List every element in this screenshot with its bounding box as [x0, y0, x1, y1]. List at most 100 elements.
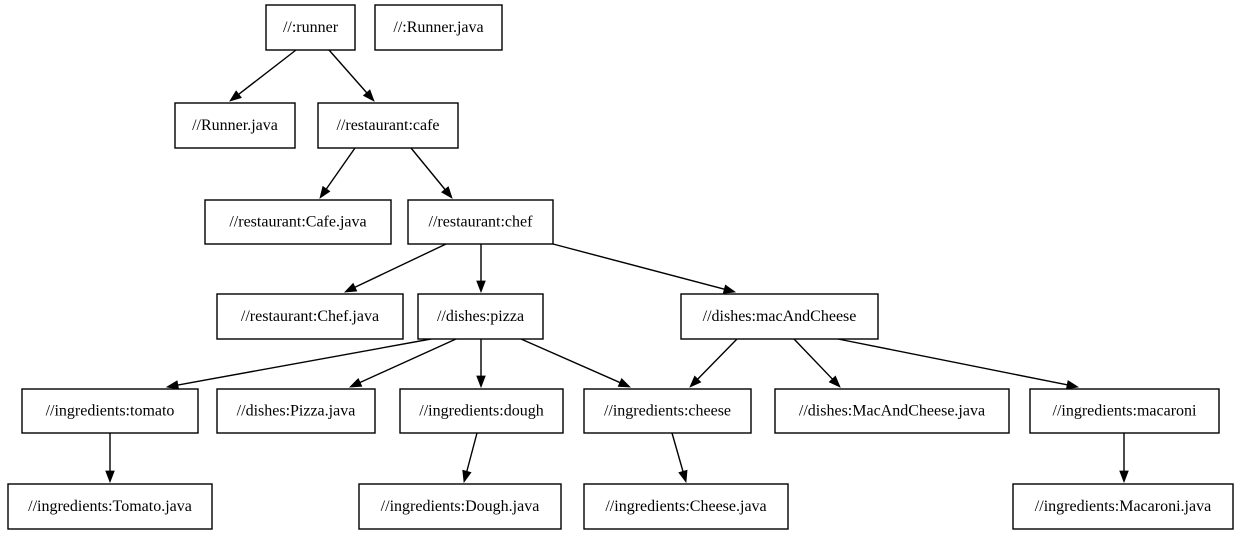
- node-box[interactable]: [374, 4, 503, 51]
- arrowhead-icon: [828, 375, 841, 388]
- arrowhead-icon: [105, 470, 115, 484]
- edge-dishes_mac-to-ing_cheese: [689, 338, 738, 388]
- graph-node-restaurant_cafe[interactable]: //restaurant:cafe: [317, 102, 459, 149]
- edge-line: [697, 338, 738, 380]
- edge-line: [410, 147, 446, 190]
- node-box[interactable]: [1029, 388, 1220, 434]
- node-label: //dishes:Pizza.java: [237, 403, 356, 420]
- node-label: //ingredients:cheese: [604, 403, 731, 420]
- node-label: //ingredients:tomato: [46, 403, 175, 420]
- node-label: //restaurant:cafe: [336, 117, 439, 134]
- edge-dishes_mac-to-mac_java: [793, 338, 841, 388]
- edge-line: [552, 243, 725, 290]
- arrowhead-icon: [348, 377, 363, 388]
- edge-line: [354, 243, 447, 288]
- node-box[interactable]: [7, 483, 213, 530]
- edge-line: [671, 432, 684, 472]
- node-label: //restaurant:Cafe.java: [229, 214, 366, 231]
- edge-dishes_pizza-to-ing_cheese: [520, 338, 632, 388]
- edge-ing_macaroni-to-macaroni_java: [1119, 433, 1129, 484]
- arrowhead-icon: [476, 375, 486, 389]
- edge-line: [793, 338, 833, 380]
- graph-node-ing_dough[interactable]: //ingredients:dough: [399, 388, 564, 434]
- node-label: //:Runner.java: [393, 19, 483, 36]
- node-box[interactable]: [583, 483, 789, 530]
- graph-node-dishes_pizza[interactable]: //dishes:pizza: [417, 293, 544, 340]
- node-box[interactable]: [216, 293, 404, 340]
- graph-node-mac_java[interactable]: //dishes:MacAndCheese.java: [774, 388, 1010, 434]
- node-box[interactable]: [1012, 483, 1234, 530]
- graph-node-dough_java[interactable]: //ingredients:Dough.java: [358, 483, 562, 530]
- graph-node-restaurant_chef[interactable]: //restaurant:chef: [407, 199, 554, 245]
- graph-node-tomato_java[interactable]: //ingredients:Tomato.java: [7, 483, 213, 530]
- edge-restaurant_chef-to-dishes_mac: [552, 243, 737, 294]
- node-box[interactable]: [680, 293, 879, 340]
- edge-dishes_mac-to-ing_macaroni: [837, 338, 1080, 390]
- node-box[interactable]: [358, 483, 562, 530]
- graph-node-runner_java_root[interactable]: //:Runner.java: [374, 4, 503, 51]
- node-box[interactable]: [204, 199, 392, 245]
- edge-restaurant_chef-to-chef_java: [343, 243, 447, 293]
- node-box[interactable]: [317, 102, 459, 149]
- node-label: //ingredients:Dough.java: [381, 498, 540, 515]
- node-label: //dishes:pizza: [437, 308, 524, 325]
- arrowhead-icon: [476, 280, 486, 294]
- edge-line: [466, 432, 478, 472]
- edge-line: [325, 147, 356, 190]
- node-label: //dishes:macAndCheese: [703, 308, 857, 325]
- edge-line: [238, 49, 297, 95]
- graph-node-ing_tomato[interactable]: //ingredients:tomato: [21, 388, 199, 434]
- node-box[interactable]: [417, 293, 544, 340]
- graph-node-dishes_mac[interactable]: //dishes:macAndCheese: [680, 293, 879, 340]
- arrowhead-icon: [229, 90, 242, 102]
- arrowhead-icon: [441, 186, 453, 199]
- arrowhead-icon: [165, 380, 180, 390]
- node-box[interactable]: [399, 388, 564, 434]
- node-box[interactable]: [265, 4, 356, 51]
- arrowhead-icon: [362, 89, 375, 102]
- edge-restaurant_chef-to-dishes_pizza: [476, 244, 486, 294]
- graph-node-ing_cheese[interactable]: //ingredients:cheese: [583, 388, 752, 434]
- edge-runner-to-runner_java: [229, 49, 297, 102]
- edge-line: [177, 338, 432, 386]
- edge-line: [328, 49, 368, 94]
- graph-node-ing_macaroni[interactable]: //ingredients:macaroni: [1029, 388, 1220, 434]
- arrowhead-icon: [1065, 380, 1080, 390]
- arrowhead-icon: [722, 284, 737, 294]
- edge-dishes_pizza-to-ing_dough: [476, 339, 486, 389]
- graph-node-runner[interactable]: //:runner: [265, 4, 356, 51]
- arrowhead-icon: [319, 185, 331, 199]
- node-box[interactable]: [21, 388, 199, 434]
- graph-node-runner_java[interactable]: //Runner.java: [174, 102, 296, 149]
- graph-node-cheese_java[interactable]: //ingredients:Cheese.java: [583, 483, 789, 530]
- edges-layer: [105, 49, 1129, 484]
- node-label: //ingredients:macaroni: [1053, 403, 1198, 420]
- edge-restaurant_cafe-to-cafe_java: [319, 147, 356, 199]
- node-box[interactable]: [583, 388, 752, 434]
- node-box[interactable]: [407, 199, 554, 245]
- edge-dishes_pizza-to-pizza_java: [348, 338, 457, 388]
- graph-node-macaroni_java[interactable]: //ingredients:Macaroni.java: [1012, 483, 1234, 530]
- node-box[interactable]: [774, 388, 1010, 434]
- node-box[interactable]: [216, 388, 376, 434]
- graph-node-chef_java[interactable]: //restaurant:Chef.java: [216, 293, 404, 340]
- node-box[interactable]: [174, 102, 296, 149]
- arrowhead-icon: [462, 469, 472, 484]
- nodes-layer: //:runner //:Runner.java //Runner.java //re…: [7, 4, 1234, 530]
- arrowhead-icon: [1119, 470, 1129, 484]
- arrowhead-icon: [617, 378, 632, 388]
- graph-node-pizza_java[interactable]: //dishes:Pizza.java: [216, 388, 376, 434]
- arrowhead-icon: [343, 282, 358, 293]
- node-label: //ingredients:Tomato.java: [28, 498, 192, 515]
- graph-node-cafe_java[interactable]: //restaurant:Cafe.java: [204, 199, 392, 245]
- edge-line: [359, 338, 457, 384]
- edge-ing_dough-to-dough_java: [462, 432, 478, 484]
- arrowhead-icon: [678, 469, 688, 484]
- edge-line: [837, 338, 1068, 386]
- edge-runner-to-restaurant_cafe: [328, 49, 375, 102]
- edge-ing_tomato-to-tomato_java: [105, 433, 115, 484]
- edge-restaurant_cafe-to-restaurant_chef: [410, 147, 453, 199]
- edge-ing_cheese-to-cheese_java: [671, 432, 688, 484]
